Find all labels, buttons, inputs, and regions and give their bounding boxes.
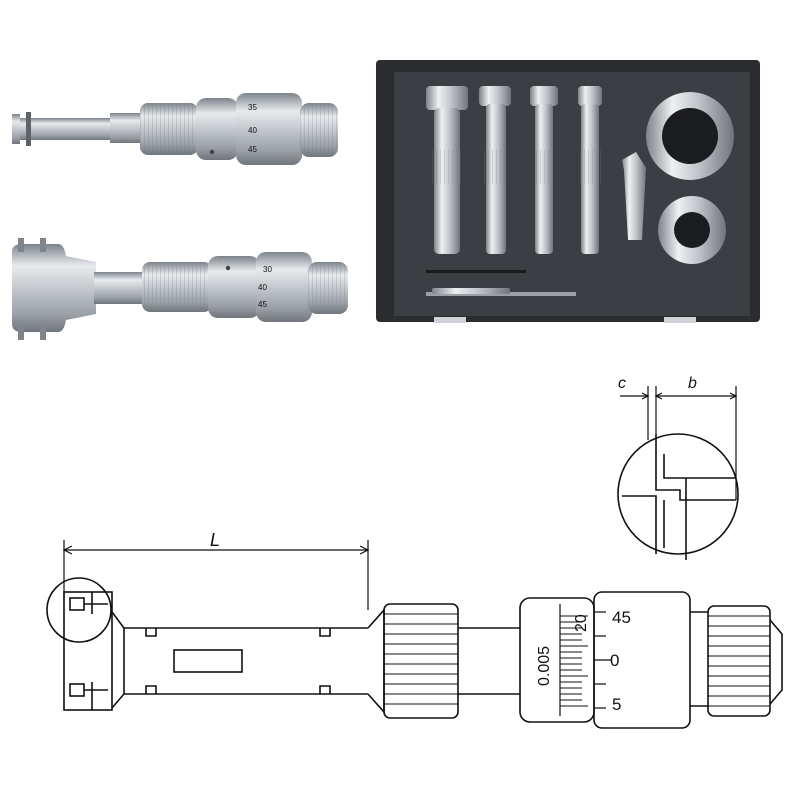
- sleeve-reading-label: 20: [573, 614, 590, 632]
- probe-detail-circle: [46, 577, 112, 643]
- photo-scale-tick: 30: [263, 265, 272, 274]
- photo-scale-tick: 45: [258, 300, 267, 309]
- dimension-c-label: c: [618, 375, 626, 392]
- photo-scale-tick: 40: [258, 283, 267, 292]
- knurl-grip: [140, 103, 198, 155]
- probe-head-outline: [63, 591, 113, 711]
- extension-rod-outline: [124, 627, 368, 695]
- measuring-head: [578, 86, 602, 254]
- knurl-lines: [384, 613, 458, 705]
- case-set-photo: [376, 60, 760, 323]
- anvil-pin: [40, 326, 46, 340]
- vernier-ticks: [560, 615, 588, 707]
- photo-scale-tick: 40: [248, 126, 257, 135]
- thimble-scale-middle: 0: [610, 651, 619, 670]
- thimble-ticks: [594, 611, 612, 709]
- dimension-c-arrow: [641, 392, 650, 400]
- probe-head-large: [12, 244, 96, 332]
- barrel: [196, 98, 238, 160]
- setting-ring-large: [646, 92, 734, 180]
- knob-knurl: [300, 103, 338, 157]
- dimension-b-arrow: [654, 392, 663, 400]
- lock-screw: [225, 265, 231, 271]
- detail-profile: [622, 495, 657, 554]
- probe-tip: [12, 114, 20, 144]
- extension-bar-slot: [426, 270, 526, 273]
- knob-knurl-lines: [708, 615, 770, 707]
- barrel: [208, 256, 260, 318]
- extension-rod: [94, 272, 146, 304]
- photo-scale-tick: 45: [248, 145, 257, 154]
- anvil-pin: [18, 326, 24, 340]
- extension-rod: [110, 113, 142, 143]
- dimension-l-arrow: [359, 545, 370, 555]
- detail-circle: [617, 433, 739, 555]
- micrometer-photo-upper: 35 40 45: [12, 93, 338, 165]
- resolution-label: 0.005: [536, 646, 553, 686]
- extension-bar: [432, 288, 510, 294]
- anvil-pin-outline: [69, 597, 85, 611]
- ratchet-sleeve-outline: [383, 603, 459, 719]
- knob-end-cap: [769, 619, 783, 705]
- measuring-head: [530, 86, 558, 254]
- detail-inset: [617, 386, 739, 560]
- detail-profile: [663, 454, 736, 479]
- thimble-scale-upper: 45: [612, 608, 631, 627]
- dimension-l-label: L: [210, 530, 220, 550]
- measuring-head: [426, 86, 468, 254]
- rod-taper: [367, 607, 385, 715]
- sleeve-neck: [458, 627, 520, 695]
- thimble: [236, 93, 302, 165]
- dimension-b-arrow: [729, 392, 738, 400]
- knob-knurl: [308, 262, 348, 314]
- probe-taper: [111, 611, 125, 709]
- thimble-neck: [690, 611, 708, 707]
- measuring-head: [479, 86, 511, 254]
- photo-scale-tick: 35: [248, 103, 257, 112]
- anvil-pin: [18, 238, 24, 252]
- anvil-pin-outline: [69, 683, 85, 697]
- thimble: [256, 252, 312, 322]
- dimension-b-label: b: [688, 375, 697, 392]
- anvil-pin: [40, 238, 46, 252]
- anvil-slot: [26, 112, 31, 146]
- micrometer-drawing: [46, 540, 783, 729]
- rod-groove: [145, 628, 157, 694]
- setting-ring-small: [658, 196, 726, 264]
- spanner-wrench: [622, 152, 646, 240]
- detail-profile: [655, 434, 736, 501]
- case-hinge: [664, 317, 696, 323]
- speeder-knob-outline: [707, 605, 771, 717]
- thimble-scale-lower: 5: [612, 695, 621, 714]
- dimension-l-arrow: [62, 545, 73, 555]
- probe-head: [18, 118, 118, 140]
- rod-window: [173, 649, 243, 673]
- lock-screw: [209, 149, 215, 155]
- case-hinge: [434, 317, 466, 323]
- knurl-grip: [142, 262, 212, 312]
- micrometer-photo-lower: 30 40 45: [12, 238, 348, 340]
- rod-groove: [319, 628, 331, 694]
